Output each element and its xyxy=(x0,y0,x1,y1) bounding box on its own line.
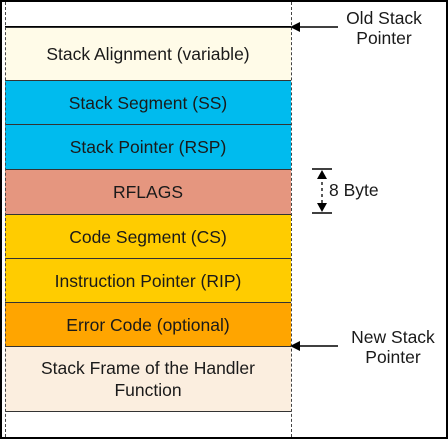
size-indicator-arrow xyxy=(312,168,332,214)
new-stack-pointer-label: New Stack Pointer xyxy=(351,327,435,367)
stack-cell-stack-pointer: Stack Pointer (RSP) xyxy=(5,124,291,169)
right-dashed-guide xyxy=(291,2,292,437)
size-label: 8 Byte xyxy=(329,180,379,200)
stack-cell-error-code: Error Code (optional) xyxy=(5,302,291,346)
left-dashed-guide xyxy=(5,2,6,437)
stack-cell-stack-alignment: Stack Alignment (variable) xyxy=(5,27,291,80)
old-stack-top-line xyxy=(5,26,291,27)
stack-cell-rflags: RFLAGS xyxy=(5,169,291,214)
stack-cell-code-segment: Code Segment (CS) xyxy=(5,214,291,258)
stack-cell-handler-stack-frame: Stack Frame of the Handler Function xyxy=(5,346,291,412)
empty-stack-space xyxy=(5,412,291,437)
stack-cell-stack-segment: Stack Segment (SS) xyxy=(5,80,291,124)
old-stack-pointer-arrow xyxy=(290,22,338,32)
new-stack-pointer-arrow xyxy=(290,341,338,351)
stack-cell-instruction-pointer: Instruction Pointer (RIP) xyxy=(5,258,291,302)
old-stack-pointer-label: Old Stack Pointer xyxy=(346,8,422,48)
